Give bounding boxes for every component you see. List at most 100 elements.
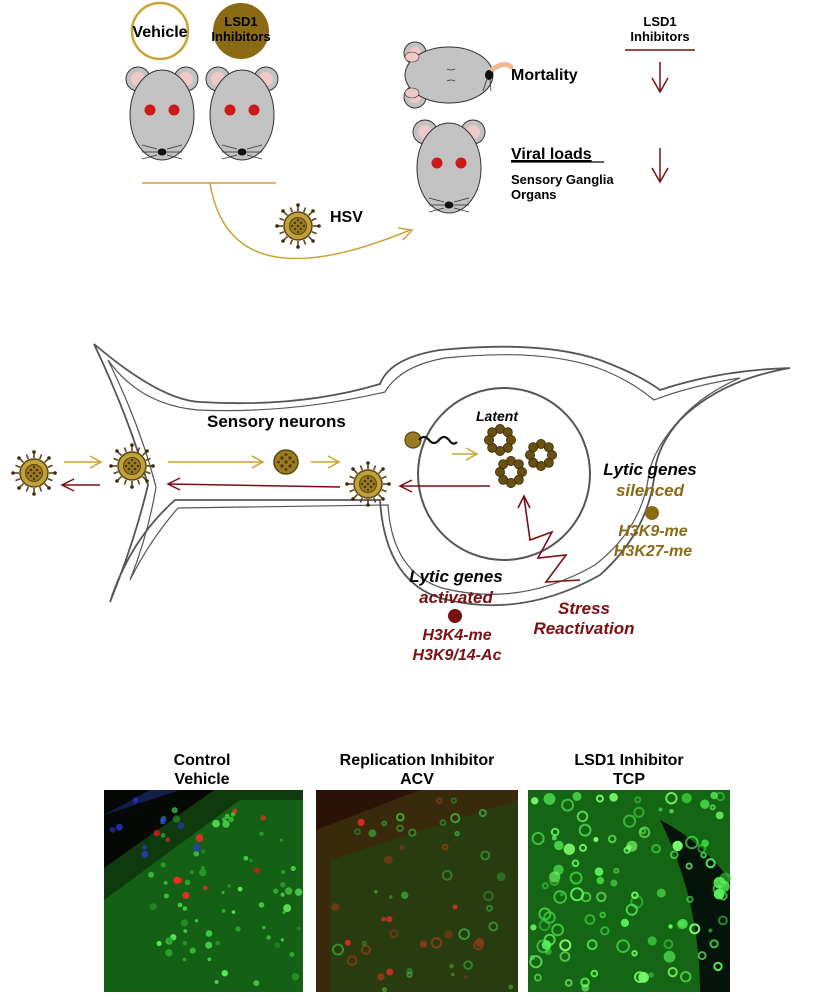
cell-mark <box>189 947 196 954</box>
cell-mark <box>193 844 201 852</box>
cell-mark <box>609 793 618 802</box>
cell-mark <box>354 828 361 836</box>
cell-mark <box>713 888 725 900</box>
cell-mark <box>538 919 551 932</box>
silenced-mark-1: H3K9-me <box>618 523 687 540</box>
cell-mark <box>177 902 183 908</box>
cell-mark <box>581 983 590 992</box>
cell-mark <box>148 871 155 878</box>
infection-arrow <box>209 182 411 260</box>
cell-mark <box>680 971 692 983</box>
cell-mark <box>444 930 453 939</box>
cell-mark <box>221 817 227 822</box>
cell-mark <box>160 862 166 868</box>
cell-mark <box>441 869 453 881</box>
cell-mark <box>171 807 178 814</box>
cell-mark <box>142 845 147 850</box>
cell-mark <box>235 926 241 932</box>
entering-virus <box>108 442 156 490</box>
cell-mark <box>266 935 271 940</box>
cell-mark <box>183 929 188 933</box>
cell-mark <box>214 980 219 984</box>
cell-mark <box>554 840 564 851</box>
cell-mark <box>623 814 637 828</box>
micrograph-title-acv-2: ACV <box>400 771 434 788</box>
capsid-arrow <box>311 455 341 469</box>
cell-mark <box>386 916 393 923</box>
cell-mark <box>441 843 449 851</box>
cell-mark <box>280 882 286 888</box>
cell-mark <box>182 940 188 946</box>
cell-mark <box>599 911 607 919</box>
cell-mark <box>262 925 266 930</box>
silenced-mark-2: H3K27-me <box>614 543 692 560</box>
cell-mark <box>647 936 657 946</box>
micrograph-title-acv-1: Replication Inhibitor <box>340 752 495 769</box>
cell-mark <box>633 806 645 818</box>
micrograph-title-tcp-2: TCP <box>613 771 645 788</box>
cell-mark <box>289 952 295 957</box>
cell-mark <box>685 862 693 870</box>
infected-mouse <box>412 119 486 214</box>
cell-mark <box>709 939 719 949</box>
cell-mark <box>508 984 514 990</box>
activated-dot <box>448 609 462 623</box>
cell-mark <box>281 869 286 875</box>
cell-mark <box>551 835 557 841</box>
silenced-dot <box>645 506 659 520</box>
cell-mark <box>530 924 537 931</box>
cell-mark <box>529 954 536 961</box>
cell-mark <box>569 871 583 885</box>
cell-mark <box>205 941 213 949</box>
cell-mark <box>153 829 160 837</box>
cell-mark <box>681 793 692 804</box>
micrograph-acv <box>316 790 518 993</box>
cell-mark <box>149 903 157 911</box>
cell-mark <box>480 850 491 861</box>
cell-mark <box>109 826 116 833</box>
cell-mark <box>381 820 388 827</box>
cell-mark <box>285 887 293 895</box>
cell-mark <box>182 891 190 899</box>
activated-mark-2: H3K9/14-Ac <box>413 647 502 664</box>
micrograph-control <box>104 790 303 992</box>
cell-mark <box>669 809 674 814</box>
entry-arrow <box>64 455 103 469</box>
cell-mark <box>549 875 560 886</box>
cell-mark <box>388 895 393 899</box>
cell-mark <box>658 807 663 812</box>
cell-mark <box>579 843 587 852</box>
cell-mark <box>280 938 284 942</box>
cell-mark <box>486 904 493 912</box>
cell-mark <box>374 890 378 894</box>
cell-mark <box>531 831 545 846</box>
cell-mark <box>572 791 582 801</box>
cell-mark <box>544 948 552 955</box>
cell-mark <box>590 969 599 978</box>
lytic-silenced-label-2: silenced <box>616 481 685 500</box>
cell-mark <box>559 939 572 952</box>
transported-capsid <box>273 449 299 475</box>
vehicle-legend-circle <box>130 1 190 61</box>
cell-mark <box>419 940 427 948</box>
cell-mark <box>450 813 461 824</box>
stress-zigzag <box>523 496 581 583</box>
cell-mark <box>576 810 589 823</box>
cell-mark <box>260 815 267 821</box>
cell-mark <box>639 827 647 835</box>
cell-mark <box>382 987 387 993</box>
cell-mark <box>132 797 139 803</box>
vehicle-mouse <box>125 66 199 161</box>
cell-mark <box>160 833 166 838</box>
viral-loads-down-arrow <box>651 148 669 184</box>
cell-mark <box>665 792 678 805</box>
sensory-neurons-label: Sensory neurons <box>207 412 346 431</box>
cell-mark <box>115 823 123 831</box>
cell-mark <box>182 957 187 962</box>
cell-mark <box>167 937 174 944</box>
hsv-label: HSV <box>330 209 363 226</box>
cell-mark <box>408 828 417 837</box>
cell-mark <box>384 855 393 865</box>
latent-label: Latent <box>476 408 519 424</box>
